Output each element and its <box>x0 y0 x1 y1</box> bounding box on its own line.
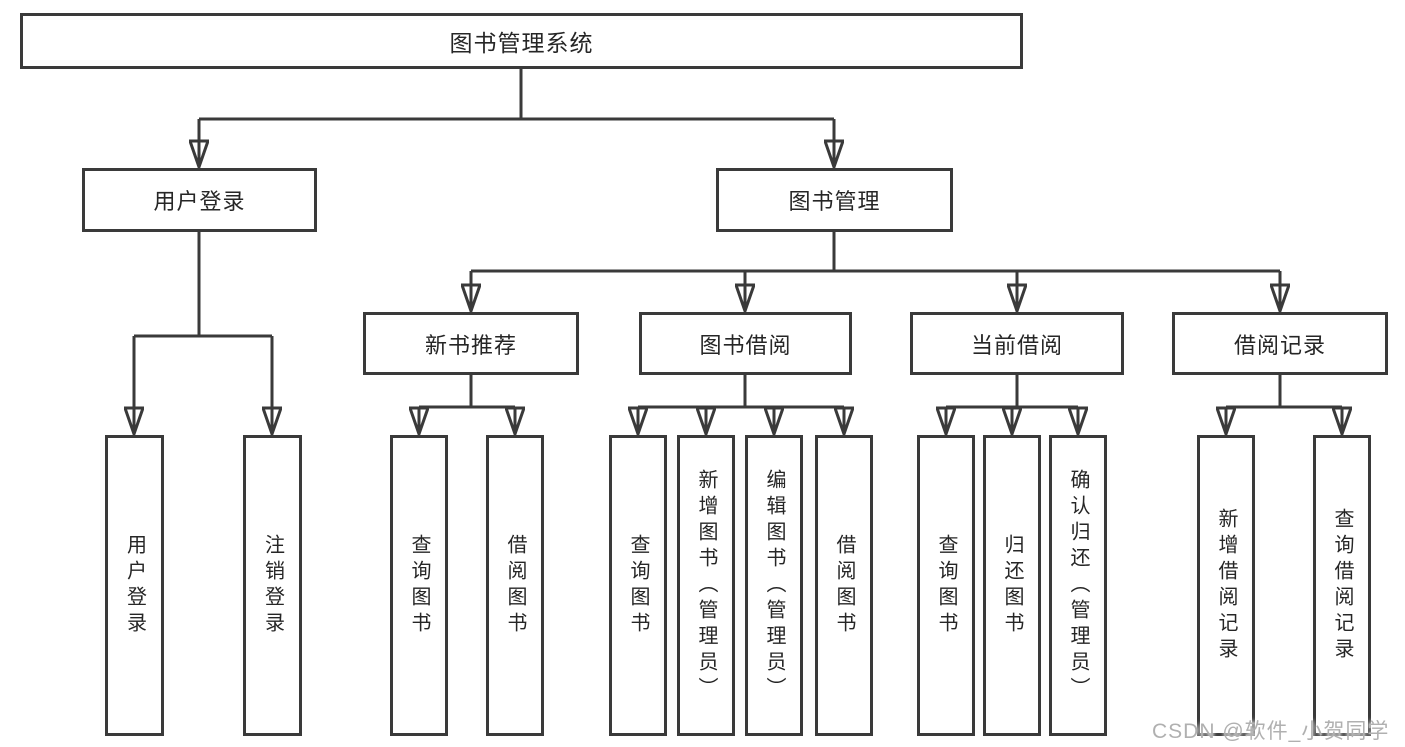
leaf-cb-confirm-return-admin: 确认归还（管理员） <box>1049 435 1107 736</box>
node-root-label: 图书管理系统 <box>449 30 594 56</box>
leaf-cb-query-books: 查询图书 <box>917 435 975 736</box>
leaf-logout-label: 注销登录 <box>261 533 284 638</box>
leaf-user-login-label: 用户登录 <box>123 533 146 638</box>
node-root: 图书管理系统 <box>20 13 1023 69</box>
node-borrow-record-label: 借阅记录 <box>1233 332 1326 358</box>
leaf-bb-query-books-label: 查询图书 <box>627 533 649 638</box>
leaf-br-add-record: 新增借阅记录 <box>1197 435 1255 736</box>
leaf-bb-edit-books-admin-label: 编辑图书（管理员） <box>763 468 785 703</box>
leaf-cb-return-books-label: 归还图书 <box>1001 533 1023 638</box>
leaf-br-query-record-label: 查询借阅记录 <box>1331 507 1353 664</box>
leaf-nb-query-books-label: 查询图书 <box>408 533 430 638</box>
watermark: CSDN @软件_小贺同学 <box>1152 720 1390 743</box>
node-user-login-label: 用户登录 <box>153 189 246 214</box>
leaf-bb-borrow-books-label: 借阅图书 <box>833 533 855 638</box>
leaf-bb-add-books-admin-label: 新增图书（管理员） <box>695 468 717 703</box>
leaf-nb-query-books: 查询图书 <box>390 435 448 736</box>
node-current-borrow-label: 当前借阅 <box>970 332 1063 358</box>
node-book-management-label: 图书管理 <box>788 189 881 214</box>
leaf-br-add-record-label: 新增借阅记录 <box>1215 507 1237 664</box>
leaf-nb-borrow-books: 借阅图书 <box>486 435 544 736</box>
node-book-management: 图书管理 <box>716 168 953 232</box>
node-borrow-record: 借阅记录 <box>1172 312 1388 375</box>
leaf-user-login: 用户登录 <box>105 435 164 736</box>
leaf-cb-query-books-label: 查询图书 <box>935 533 957 638</box>
leaf-br-query-record: 查询借阅记录 <box>1313 435 1371 736</box>
node-new-book-recommend-label: 新书推荐 <box>424 332 517 358</box>
node-book-borrow: 图书借阅 <box>639 312 852 375</box>
leaf-bb-query-books: 查询图书 <box>609 435 667 736</box>
leaf-bb-borrow-books: 借阅图书 <box>815 435 873 736</box>
node-book-borrow-label: 图书借阅 <box>699 332 792 358</box>
leaf-cb-confirm-return-admin-label: 确认归还（管理员） <box>1067 468 1089 703</box>
node-new-book-recommend: 新书推荐 <box>363 312 579 375</box>
node-current-borrow: 当前借阅 <box>910 312 1124 375</box>
leaf-logout: 注销登录 <box>243 435 302 736</box>
leaf-bb-add-books-admin: 新增图书（管理员） <box>677 435 735 736</box>
leaf-cb-return-books: 归还图书 <box>983 435 1041 736</box>
leaf-nb-borrow-books-label: 借阅图书 <box>504 533 526 638</box>
leaf-bb-edit-books-admin: 编辑图书（管理员） <box>745 435 803 736</box>
node-user-login: 用户登录 <box>82 168 317 232</box>
